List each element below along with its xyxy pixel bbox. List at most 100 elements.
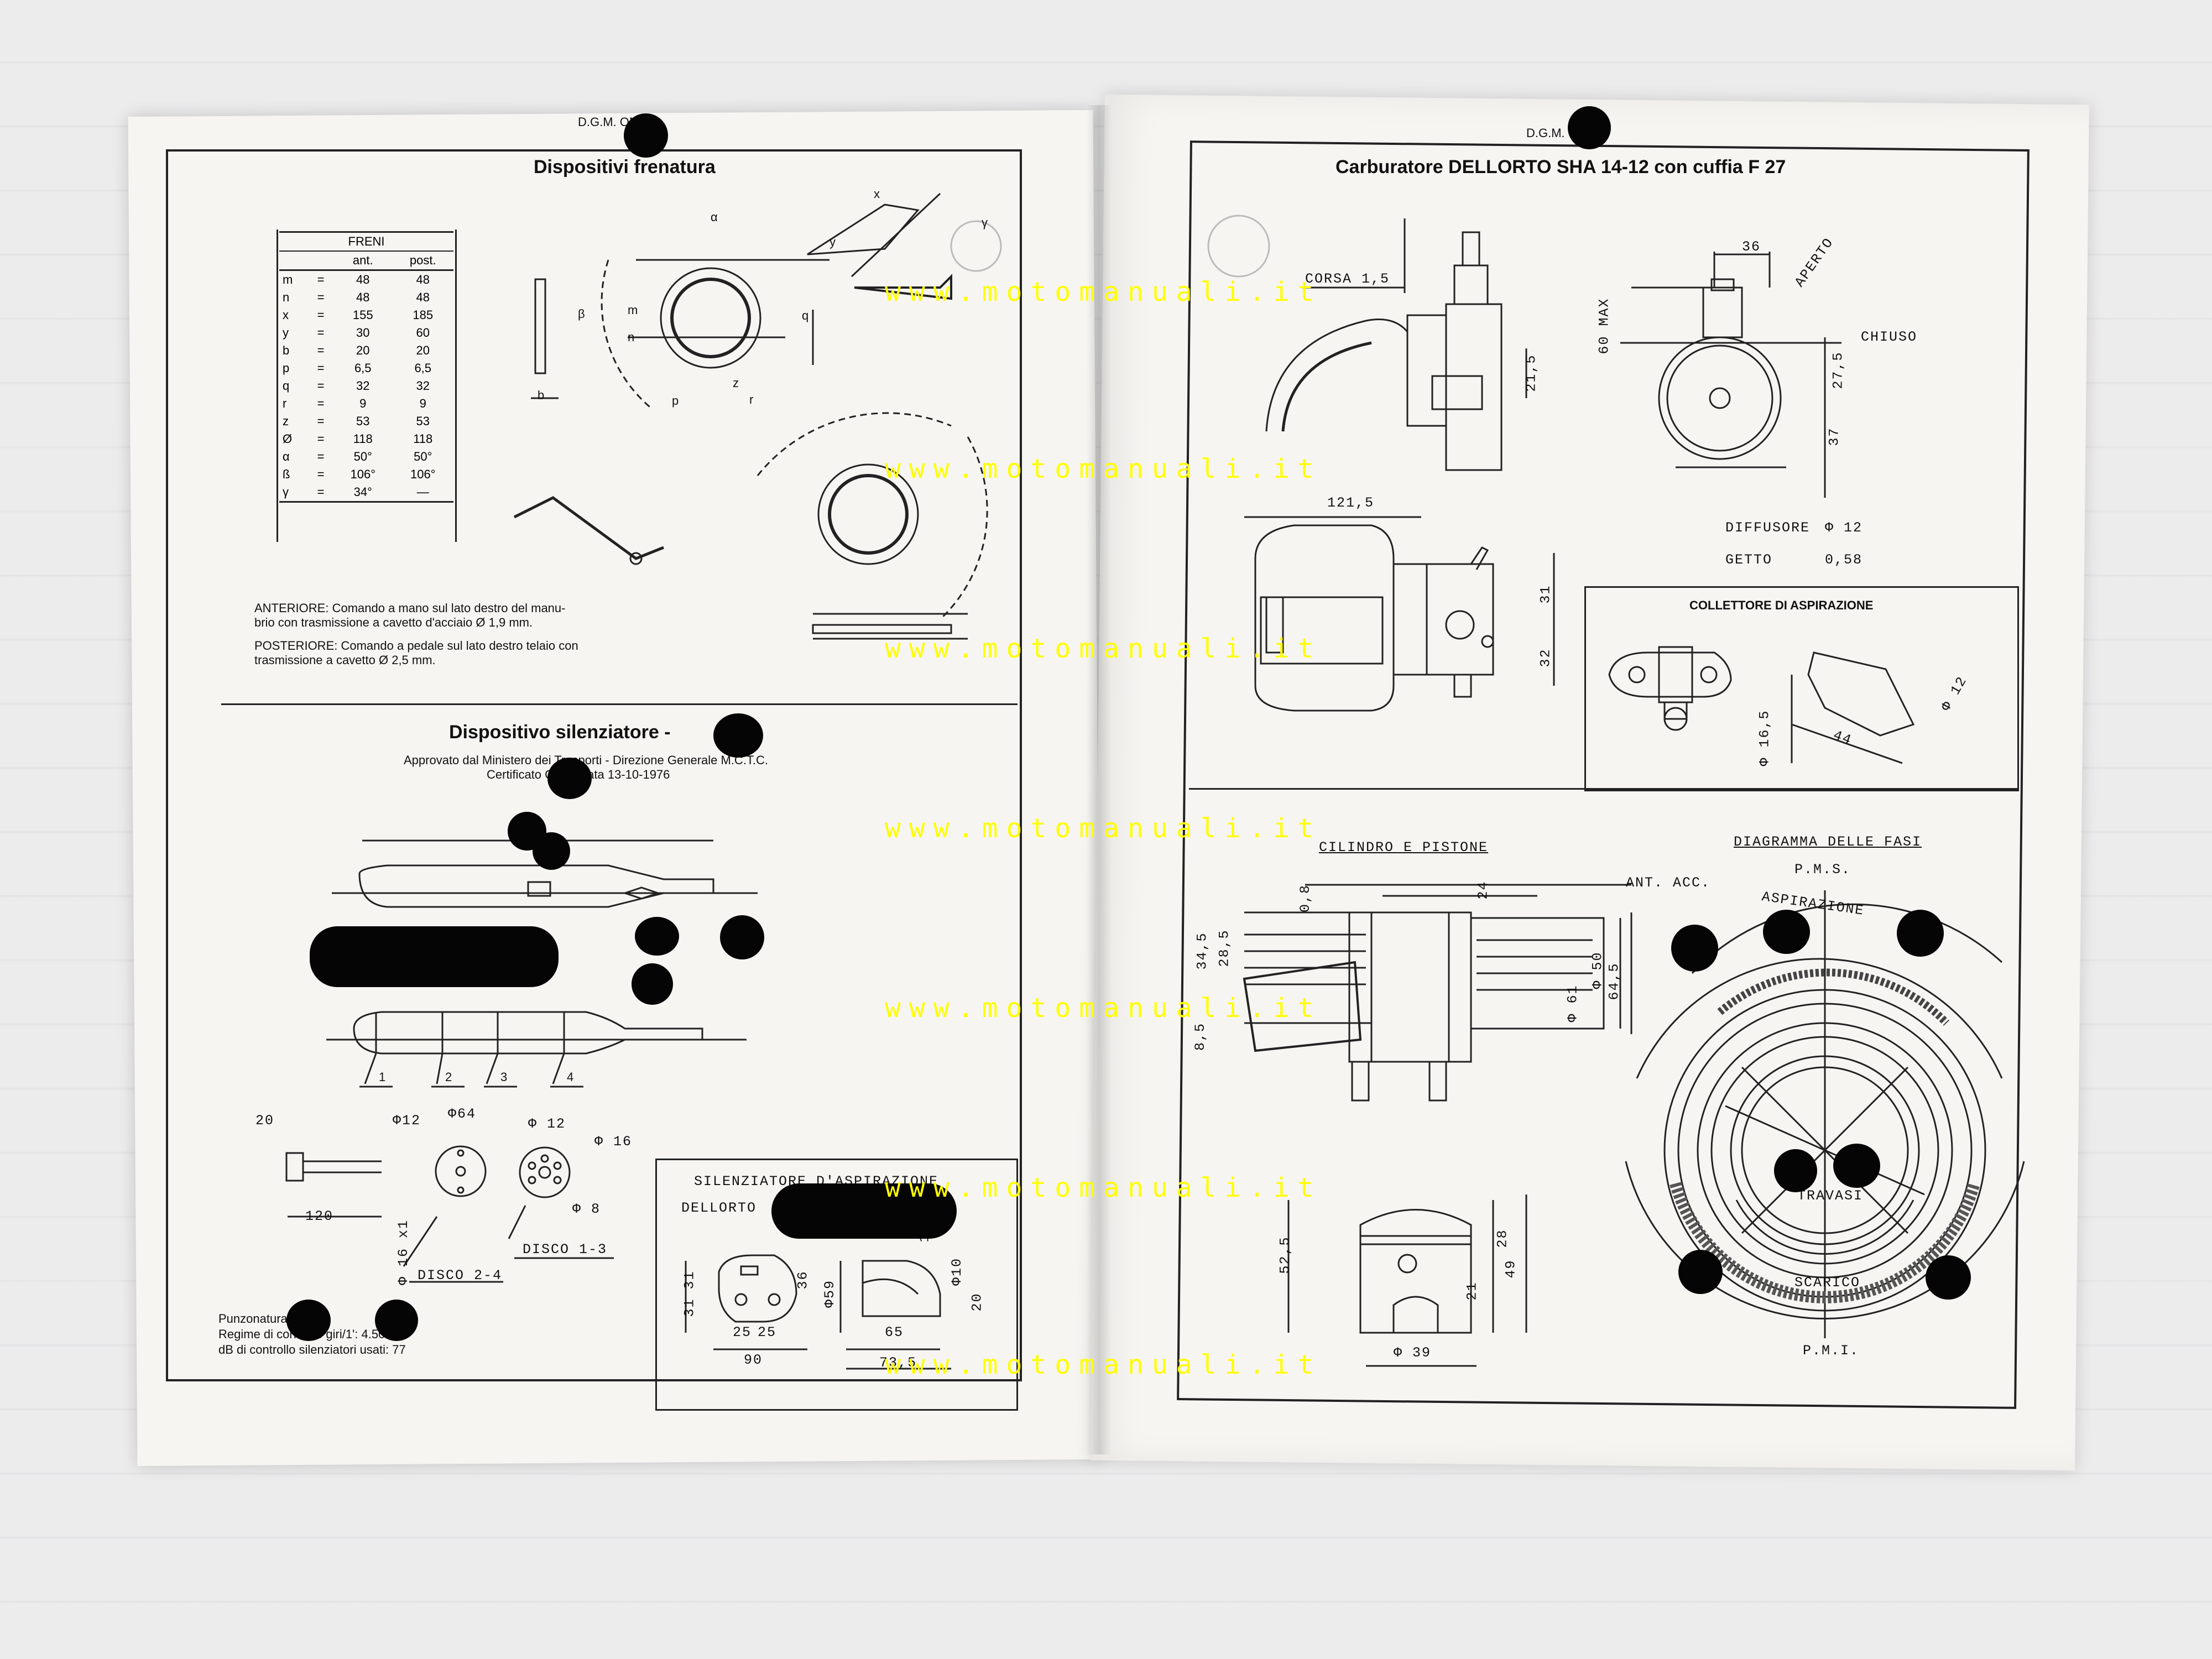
brake-table-cell: = [317, 308, 325, 322]
brake-table-cell: 53 [416, 414, 430, 428]
brake-table-cell: = [317, 290, 325, 304]
brake-table-cell: 20 [416, 343, 430, 357]
brake-table-cell: p [283, 361, 290, 375]
watermark-6: www.motomanuali.it [885, 1172, 1322, 1203]
dim-31b: 31 [681, 1270, 698, 1290]
note-rear-1: POSTERIORE: Comando a pedale sul lato de… [254, 639, 578, 653]
timing-ant-acc: ANT. ACC. [1626, 875, 1711, 891]
brake-table-frame [276, 229, 457, 542]
left-page-frame [166, 149, 1022, 1381]
piston-21: 21 [1464, 1281, 1480, 1301]
brake-table-cell: 48 [356, 290, 370, 304]
braking-title: Dispositivi frenatura [534, 156, 716, 178]
watermark-2: www.motomanuali.it [885, 453, 1322, 484]
dim-25b: 25 [758, 1324, 777, 1340]
timing-scarico: SCARICO [1794, 1275, 1861, 1291]
redaction-mark [1774, 1149, 1817, 1192]
brake-table-cell: α [283, 450, 290, 463]
brake-table-cell: 9 [359, 397, 367, 410]
piston-28: 28 [1494, 1229, 1511, 1248]
brake-table-cell: 32 [356, 379, 370, 393]
dim-59: Φ59 [822, 1279, 838, 1308]
redaction-mark [1833, 1144, 1880, 1188]
redaction-mark [286, 1300, 331, 1341]
col-header [279, 251, 308, 271]
brake-table-cell: 50° [353, 450, 372, 463]
brake-table-cell: 106° [350, 467, 375, 481]
brake-table-cell: γ [279, 483, 308, 503]
brake-table-cell: 9 [419, 397, 426, 410]
brake-table-cell: = [317, 467, 325, 481]
dim-36: 36 [795, 1270, 811, 1290]
dim-12a: Φ12 [393, 1113, 421, 1129]
col-header [308, 251, 334, 271]
watermark-1: www.motomanuali.it [885, 276, 1322, 307]
piston-49: 49 [1503, 1259, 1519, 1279]
dim-25a: 25 [733, 1324, 752, 1340]
left-section-divider [221, 703, 1018, 705]
piston-39: Φ 39 [1394, 1345, 1432, 1361]
piston-52-5: 52,5 [1277, 1236, 1293, 1274]
cyl-24: 24 [1475, 880, 1491, 900]
redaction-mark [547, 758, 592, 799]
brake-table-cell: ß [283, 467, 290, 481]
carb-27-5: 27,5 [1830, 351, 1846, 389]
carb-diffuser-value: Φ 12 [1825, 520, 1863, 536]
carb-title: Carburatore DELLORTO SHA 14-12 con cuffi… [1335, 156, 1786, 178]
dim-20b: 20 [969, 1292, 985, 1312]
dim-65: 65 [885, 1324, 904, 1340]
brake-table-cell: 20 [356, 343, 370, 357]
brake-table-cell: 60 [416, 326, 430, 340]
carb-chiuso: CHIUSO [1861, 329, 1918, 345]
label-m: m [628, 303, 638, 317]
brake-table-row: α=50°50° [279, 448, 453, 466]
brake-table-row: ß=106°106° [279, 466, 453, 483]
brake-table-cell: = [317, 361, 325, 375]
brake-table-cell: z [283, 414, 289, 428]
watermark-5: www.motomanuali.it [885, 993, 1322, 1024]
dim-90: 90 [744, 1352, 763, 1368]
brake-table-cell: = [317, 326, 325, 340]
brake-table-cell: = [317, 379, 325, 393]
dim-16x1: Φ 16 x1 [395, 1219, 412, 1286]
brake-table-row: γ=34°— [279, 483, 453, 503]
brake-table-cell: 155 [352, 308, 373, 322]
redaction-mark [771, 1183, 957, 1239]
brake-table-cell: b [283, 343, 290, 357]
label-p: p [672, 394, 679, 408]
watermark-7: www.motomanuali.it [885, 1349, 1322, 1380]
brake-table-cell: 50° [414, 450, 432, 463]
brake-table-cell: 118 [353, 432, 373, 446]
brake-table-cell: 185 [413, 308, 434, 322]
brake-table-cell: — [392, 483, 453, 503]
dim-120: 120 [305, 1208, 334, 1224]
cyl-50: Φ 50 [1589, 951, 1606, 989]
redaction-mark [1678, 1250, 1723, 1294]
timing-travasi: TRAVASI [1797, 1188, 1864, 1204]
label-x: x [874, 187, 880, 201]
brake-table-cell: 48 [416, 273, 430, 286]
dim-64: Φ64 [448, 1106, 477, 1122]
brake-table-cell: x [283, 308, 289, 322]
redaction-mark [713, 713, 763, 758]
part-2: 2 [445, 1070, 452, 1084]
redaction-mark [1763, 910, 1810, 954]
part-3: 3 [500, 1070, 508, 1084]
redaction-mark [720, 915, 764, 959]
brake-table-cell: y [283, 326, 289, 340]
col-header: post. [392, 251, 453, 271]
cyl-64-5: 64,5 [1606, 962, 1623, 1000]
disc-2-4-label: DISCO 2-4 [418, 1267, 503, 1284]
redaction-mark [1671, 925, 1718, 972]
brake-table-cell: Ø [283, 432, 293, 446]
redaction-mark [375, 1300, 418, 1341]
carb-getto-value: 0,58 [1825, 552, 1863, 568]
punch-line-3: dB di controllo silenziatori usati: 77 [218, 1343, 406, 1357]
timing-pmi: P.M.I. [1803, 1343, 1860, 1359]
right-section-divider [1189, 788, 2018, 790]
redaction-mark [635, 917, 679, 956]
label-beta: β [578, 307, 585, 321]
